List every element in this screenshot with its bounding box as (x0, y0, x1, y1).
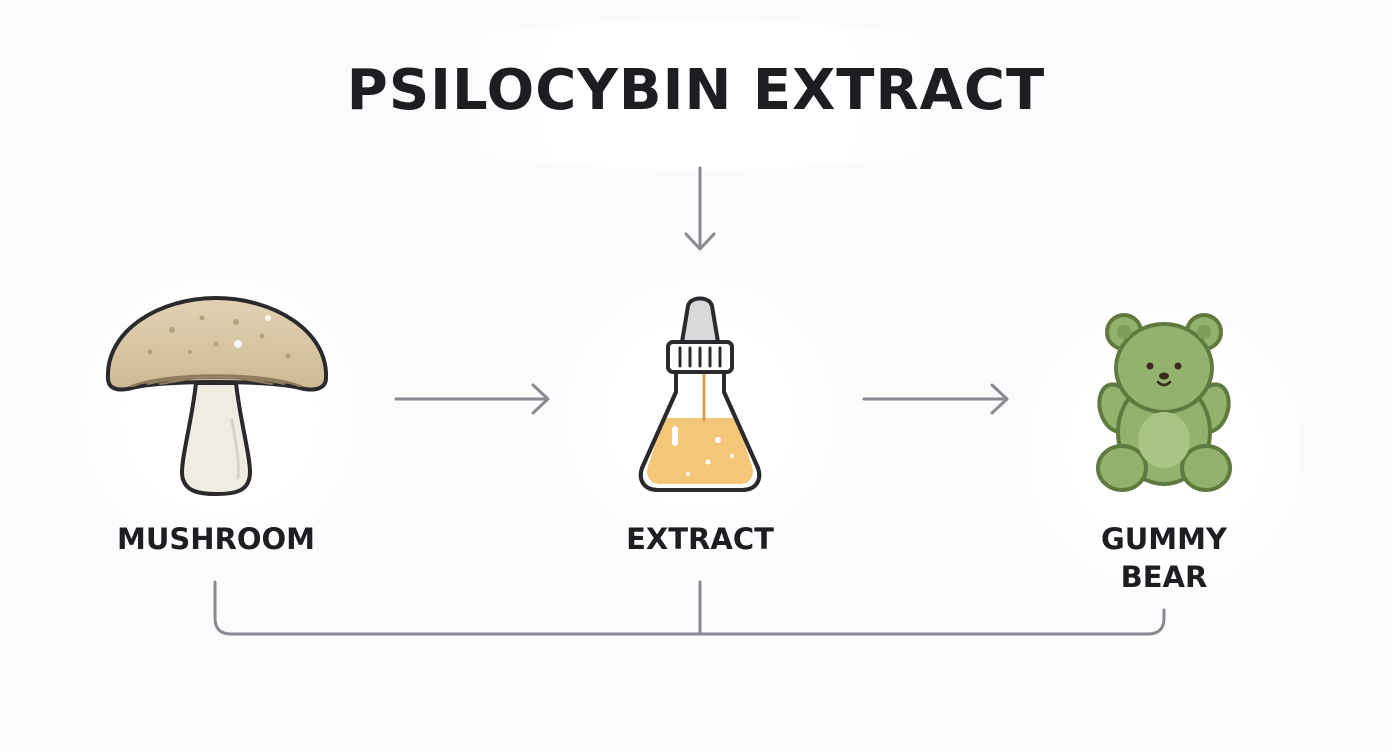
gummy-bear-label-line1: GUMMY (1100, 522, 1228, 556)
extract-to-gummy-arrow (862, 383, 1009, 415)
mushroom-label: MUSHROOM (116, 522, 316, 556)
dropper-bottle-icon (638, 296, 762, 492)
gummy-bear-label: GUMMY BEAR (1034, 520, 1294, 596)
diagram-title: PSILOCYBIN EXTRACT (346, 58, 1046, 123)
title-to-extract-arrow (684, 166, 716, 251)
bottom-bracket-connector (213, 580, 1166, 636)
mushroom-to-extract-arrow (394, 383, 550, 415)
title-halo (330, 20, 1070, 170)
gummy-bear-label-line2: BEAR (1120, 560, 1208, 594)
mushroom-icon (105, 296, 329, 496)
extract-label: EXTRACT (626, 522, 774, 556)
gummy-bear-icon (1096, 313, 1232, 492)
